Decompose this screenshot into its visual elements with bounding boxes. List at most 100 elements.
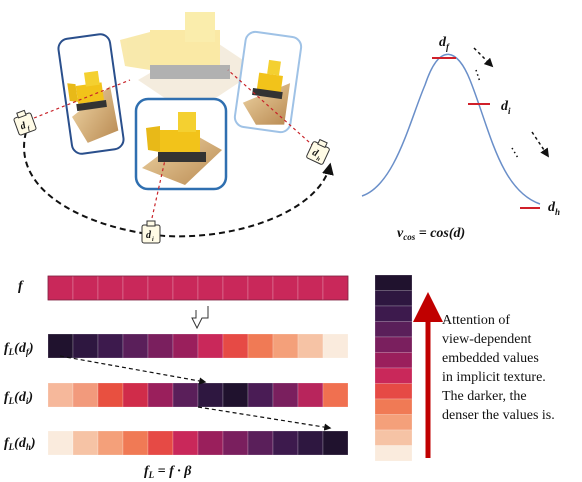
strip-df-cell xyxy=(172,333,199,359)
legend-swatch xyxy=(374,305,413,322)
camera-df-icon: d f xyxy=(13,109,37,136)
strip-dh-cell xyxy=(272,430,299,456)
strip-dh-cell xyxy=(322,430,349,456)
strip-df-cell xyxy=(247,333,274,359)
legend-panel: Attention of view-dependent embedded val… xyxy=(374,274,555,462)
scene-panel: d f d i d h xyxy=(13,12,334,244)
legend-swatch xyxy=(374,290,413,307)
strip-dh-cell xyxy=(72,430,99,456)
svg-text:dh: dh xyxy=(548,200,560,217)
f-strip-cell xyxy=(247,275,274,301)
label-dh: d xyxy=(548,200,556,215)
cosine-panel: df di dh vcos = cos(d) xyxy=(361,35,560,242)
label-di: d xyxy=(501,99,509,114)
camera-di-icon: d i xyxy=(141,220,161,244)
f-strip-cell xyxy=(222,275,249,301)
strip-dh-cell xyxy=(172,430,199,456)
strip-di-cell xyxy=(322,382,349,408)
legend-line-1: Attention of xyxy=(442,313,510,328)
f-strip-cell xyxy=(322,275,349,301)
f-strip-cell xyxy=(47,275,74,301)
strip-di-cell xyxy=(297,382,324,408)
strip-df-cell xyxy=(272,333,299,359)
strip-df-cell xyxy=(297,333,324,359)
strip-dh-cell xyxy=(247,430,274,456)
camera-df-sub: f xyxy=(27,125,32,132)
svg-text:df: df xyxy=(439,35,450,52)
fl-formula: fL = f · β xyxy=(144,464,192,480)
legend-swatch xyxy=(374,336,413,353)
legend-swatch xyxy=(374,321,413,338)
legend-swatch xyxy=(374,274,413,291)
legend-line-6: denser the values is. xyxy=(442,408,555,423)
strip-di-cell xyxy=(47,382,74,408)
label-di-sub: i xyxy=(508,106,511,116)
camera-dh-label: d xyxy=(311,147,321,160)
strip-di-cell xyxy=(222,382,249,408)
legend-swatch xyxy=(374,383,413,400)
f-strip-cell xyxy=(297,275,324,301)
legend-swatch xyxy=(374,352,413,369)
cosine-equation: vcos = cos(d) xyxy=(397,226,465,242)
camera-df-label: d xyxy=(19,120,28,132)
label-df: d xyxy=(439,35,447,50)
strip-df-cell xyxy=(222,333,249,359)
strips-panel: f fL(df) fL(di) fL(dh) fL = f · β xyxy=(4,275,349,480)
legend-line-3: embedded values xyxy=(442,351,539,366)
f-strip-cell xyxy=(97,275,124,301)
f-strip-cell xyxy=(172,275,199,301)
legend-line-4: in implicit texture. xyxy=(442,370,546,385)
label-df-sub: f xyxy=(446,42,450,52)
cosine-curve xyxy=(361,53,541,205)
legend-swatch xyxy=(374,367,413,384)
strip-df-cell xyxy=(72,333,99,359)
label-dh-sub: h xyxy=(555,207,560,217)
view-right xyxy=(233,30,303,134)
f-strip-cell xyxy=(122,275,149,301)
strip-df-cell xyxy=(47,333,74,359)
strip-di-cell xyxy=(147,382,174,408)
descent-arrows xyxy=(473,47,549,159)
legend-swatch xyxy=(374,429,413,446)
f-strip-border xyxy=(47,275,349,301)
view-left xyxy=(57,33,125,155)
strip-dh-cell xyxy=(197,430,224,456)
strip-di-cell xyxy=(122,382,149,408)
strip-dh-cell xyxy=(297,430,324,456)
tracking-arrows xyxy=(59,355,332,431)
f-strip-cell xyxy=(272,275,299,301)
strip-dh-cell xyxy=(97,430,124,456)
strip-di-cell xyxy=(97,382,124,408)
row-label-df: fL(df) xyxy=(4,341,34,357)
strip-di-cell xyxy=(247,382,274,408)
row-label-di: fL(di) xyxy=(4,390,33,406)
legend-swatch xyxy=(374,445,413,462)
strip-dh-cell xyxy=(47,430,74,456)
legend-swatch xyxy=(374,398,413,415)
camera-di-label: d xyxy=(146,230,152,241)
view-middle xyxy=(134,97,228,191)
strip-df-cell xyxy=(122,333,149,359)
legend-swatch xyxy=(374,414,413,431)
strip-di-cell xyxy=(72,382,99,408)
f-strip-cell xyxy=(147,275,174,301)
strip-di-cell xyxy=(197,382,224,408)
view-rays xyxy=(33,69,319,219)
strip-dh-cell xyxy=(122,430,149,456)
camera-dh-icon: d h xyxy=(306,138,330,165)
strip-di-cell xyxy=(172,382,199,408)
strip-df-cell xyxy=(197,333,224,359)
svg-text:di: di xyxy=(501,99,511,116)
legend-line-5: The darker, the xyxy=(442,389,527,404)
attention-strips xyxy=(47,333,349,456)
strip-dh-cell xyxy=(147,430,174,456)
camera-di-sub: i xyxy=(152,237,154,243)
legend-text: Attention of view-dependent embedded val… xyxy=(442,313,555,423)
strip-di-cell xyxy=(272,382,299,408)
camera-dh-sub: h xyxy=(315,156,321,163)
strip-df-cell xyxy=(322,333,349,359)
legend-colorbar xyxy=(374,274,413,462)
camera-path xyxy=(23,131,334,238)
f-strip xyxy=(47,275,349,301)
